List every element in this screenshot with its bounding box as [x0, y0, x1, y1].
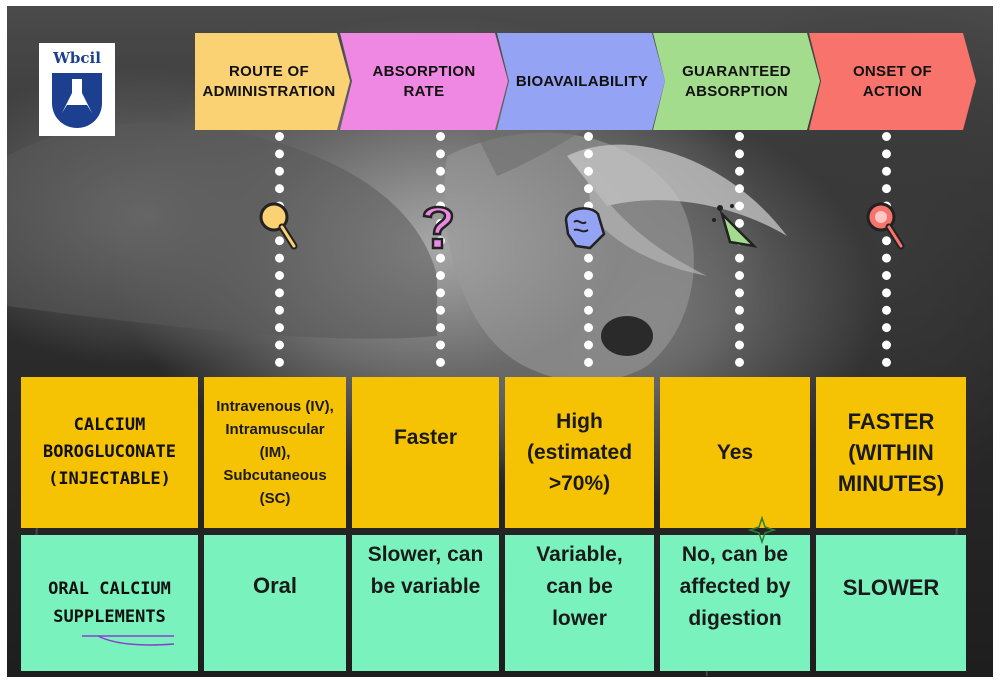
- cell-guaranteed-oral: No, can be affected by digestion: [660, 535, 810, 671]
- chevron-shape: [340, 33, 508, 130]
- chevron-shape: [809, 33, 976, 130]
- magnifier-icon: [259, 202, 298, 250]
- cell-onset-oral: SLOWER: [816, 535, 966, 671]
- question-mark-icon: [422, 205, 454, 250]
- header-bioavailability: BIOAVAILABILITY: [497, 33, 665, 130]
- header-label: ABSORPTION RATE: [372, 62, 476, 100]
- header-guaranteed-absorption: GUARANTEED ABSORPTION: [653, 33, 820, 130]
- connector-dots: [584, 132, 601, 367]
- header-label: BIOAVAILABILITY: [515, 72, 649, 90]
- connector-dots: [275, 132, 292, 367]
- header-label: ONSET OF ACTION: [852, 62, 933, 100]
- header-label: ROUTE OF ADMINISTRATION: [202, 62, 336, 100]
- flask-logo-icon: [52, 73, 102, 128]
- chevron-shape: [497, 33, 665, 130]
- chevron-shape: [195, 33, 350, 130]
- scribble-underline: [82, 635, 175, 646]
- logo-text: Wbcil: [53, 49, 101, 67]
- cell-absorption-oral: Slower, can be variable: [352, 535, 499, 671]
- connector-dots: [882, 132, 899, 367]
- cell-route-oral: Oral: [204, 535, 346, 671]
- magnifier-icon: [866, 202, 905, 250]
- chevron-shape: [653, 33, 820, 130]
- connector-dots: [436, 132, 453, 367]
- cell-absorption-injectable: Faster: [352, 377, 499, 528]
- cell-onset-injectable: FASTER (WITHIN MINUTES): [816, 377, 966, 528]
- party-popper-icon: [712, 204, 758, 248]
- header-route-of-administration: ROUTE OF ADMINISTRATION: [195, 33, 350, 130]
- row-label-calcium-borogluconate: CALCIUM BOROGLUCONATE (INJECTABLE): [21, 377, 198, 528]
- sparkle-doodle-icon: [748, 516, 776, 544]
- cell-bioavailability-oral: Variable, can be lower: [505, 535, 654, 671]
- cell-bioavailability-injectable: High (estimated >70%): [505, 377, 654, 528]
- connector-dots: [735, 132, 752, 367]
- brain-fist-icon: [564, 207, 606, 250]
- header-absorption-rate: ABSORPTION RATE: [340, 33, 508, 130]
- wbcil-logo: Wbcil: [39, 43, 115, 136]
- row-label-oral-calcium: ORAL CALCIUM SUPPLEMENTS: [21, 535, 198, 671]
- cell-route-injectable: Intravenous (IV), Intramuscular (IM), Su…: [204, 377, 346, 528]
- header-label: GUARANTEED ABSORPTION: [682, 62, 791, 100]
- cell-guaranteed-injectable: Yes: [660, 377, 810, 528]
- header-onset-of-action: ONSET OF ACTION: [809, 33, 976, 130]
